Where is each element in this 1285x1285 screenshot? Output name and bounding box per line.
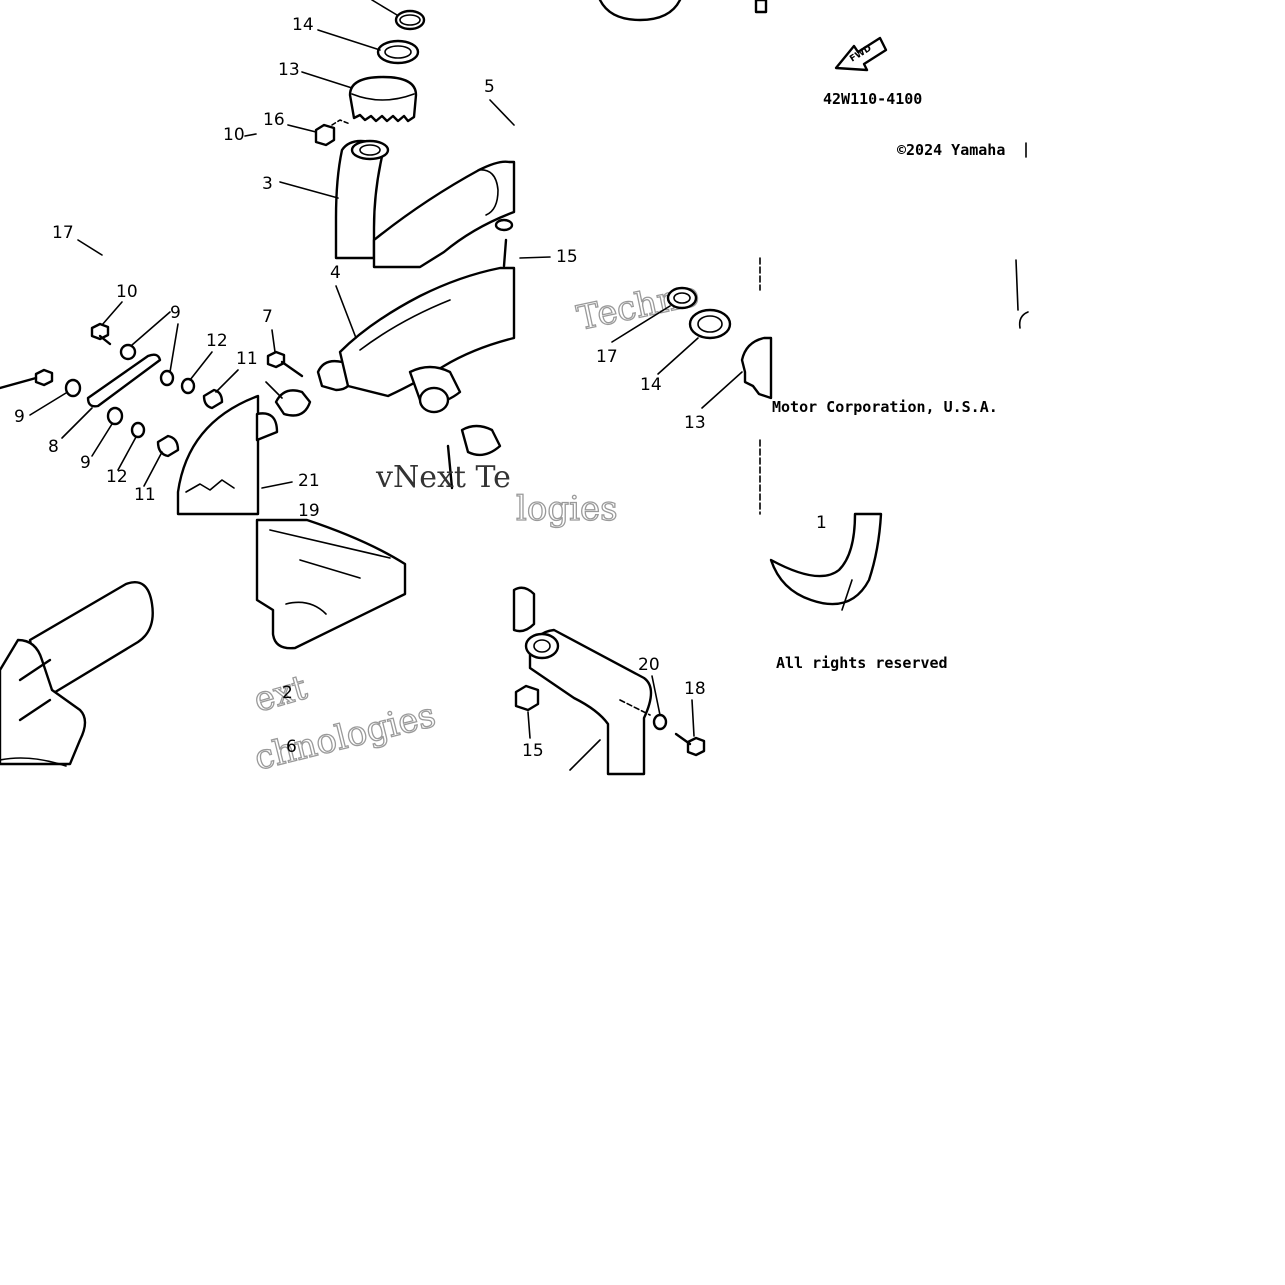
callout-2: 2 <box>282 683 293 703</box>
watermark-logies-a: logies <box>516 489 618 529</box>
tile-k: 15 20 18 <box>512 586 706 776</box>
watermark-vnext: vNext Te <box>375 460 511 495</box>
tile-j: 19 ext chnologies 6 2 <box>249 501 440 779</box>
ring-nut-13b <box>740 336 773 400</box>
copyright-company: Motor Corporation, U.S.A. <box>772 398 998 416</box>
copyright-line: ©2024 Yamaha <box>897 141 1005 159</box>
callout-16: 16 <box>263 110 285 130</box>
callout-8: 8 <box>48 437 59 457</box>
exhaust-pipe-3 <box>334 139 386 260</box>
callout-10b: 10 <box>116 282 138 302</box>
bracket-8 <box>86 353 162 408</box>
callout-1: 1 <box>816 513 827 533</box>
heat-shield-19 <box>255 518 407 650</box>
bolt-10 <box>90 322 110 341</box>
pipe-end <box>769 512 883 606</box>
callout-13: 13 <box>278 60 300 80</box>
tile-g: Techno 15 17 14 13 logies <box>515 247 773 530</box>
tile-a: 17 <box>52 223 103 256</box>
callout-12b: 12 <box>106 467 128 487</box>
tile-c <box>598 0 768 22</box>
muffler-bracket <box>0 638 87 766</box>
callout-15b: 15 <box>522 741 544 761</box>
callout-12a: 12 <box>206 331 228 351</box>
callout-17b: 17 <box>596 347 618 367</box>
callout-9a: 9 <box>170 303 181 323</box>
tile-l: 1 All rights reserved <box>769 512 948 672</box>
muffler-5 <box>372 160 516 269</box>
callout-11b: 11 <box>134 485 156 505</box>
fwd-arrow-icon <box>834 36 888 72</box>
callout-6: 6 <box>286 737 297 757</box>
callout-4: 4 <box>330 263 341 283</box>
callout-19: 15 <box>556 247 578 267</box>
callout-21: 21 <box>298 471 320 491</box>
ring-part <box>394 9 426 31</box>
callout-9b: 9 <box>14 407 25 427</box>
callout-10: 10 <box>223 125 245 145</box>
callout-11a: 11 <box>236 349 258 369</box>
tile-d: FWD 42W110-4100 ©2024 Yamaha <box>823 36 1027 159</box>
callout-19b: 19 <box>298 501 320 521</box>
part-number: 42W110-4100 <box>823 90 922 108</box>
callout-5: 5 <box>484 77 495 97</box>
rights-text: All rights reserved <box>776 654 948 672</box>
callout-9c: 9 <box>80 453 91 473</box>
tile-f: 7 4 21 vNext Te <box>255 238 516 495</box>
heat-shield-21 <box>176 394 260 516</box>
nut-16 <box>314 123 336 147</box>
watermark-ext: ext <box>249 668 311 721</box>
callout-20: 20 <box>638 655 660 675</box>
nut-15 <box>514 684 540 712</box>
tile-h: Motor Corporation, U.S.A. <box>772 259 1029 416</box>
callout-18: 18 <box>684 679 706 699</box>
seal-ring-14 <box>376 39 420 65</box>
muffler-body <box>28 581 154 702</box>
ring-nut-13 <box>348 75 418 123</box>
callout-13b: 13 <box>684 413 706 433</box>
callout-14: 14 <box>292 15 314 35</box>
tile-i <box>0 581 154 767</box>
callout-17: 17 <box>52 223 74 243</box>
tile-e: 10 9 8 9 12 11 9 12 11 <box>0 282 260 516</box>
washer-20 <box>652 713 668 731</box>
tile-b: 14 13 16 10 3 5 <box>223 0 516 269</box>
callout-14b: 14 <box>640 375 662 395</box>
gasket-17 <box>666 286 698 310</box>
callout-3: 3 <box>262 174 273 194</box>
bolt-18 <box>686 736 706 757</box>
callout-7: 7 <box>262 307 273 327</box>
